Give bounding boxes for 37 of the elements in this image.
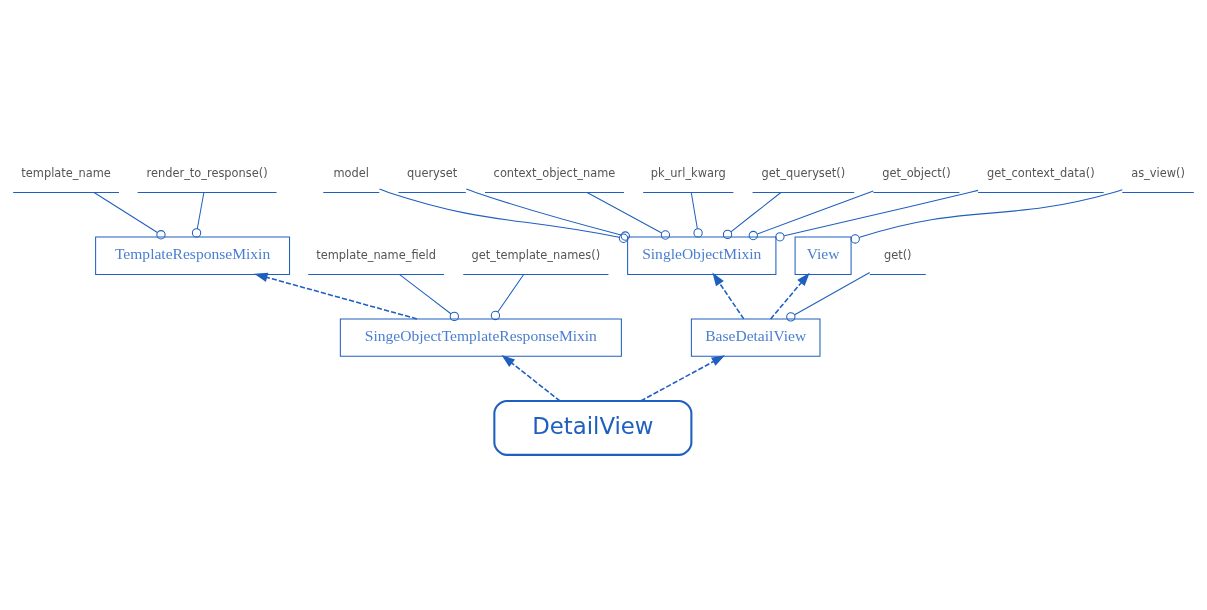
connector	[748, 190, 874, 241]
node-text: template_name	[21, 165, 111, 180]
connector	[191, 192, 205, 238]
node-box: BaseDetailView	[690, 318, 821, 357]
connector	[490, 273, 525, 321]
connector	[465, 188, 630, 241]
node-text: queryset	[406, 165, 458, 180]
node-box: DetailView	[493, 399, 693, 456]
node-text: pk_url_kwarg	[650, 165, 726, 180]
connector	[586, 192, 671, 240]
connector	[775, 189, 979, 242]
node-text: render_to_response()	[146, 165, 268, 180]
node-box: View	[794, 236, 852, 275]
arrow	[501, 354, 561, 402]
arrow	[640, 355, 726, 402]
arrow	[254, 272, 418, 320]
node-text: get_queryset()	[761, 165, 846, 180]
connector	[850, 189, 1123, 244]
node-box: TemplateResponseMixin	[95, 236, 291, 275]
connector	[786, 272, 871, 322]
node-text: get_object()	[882, 165, 951, 180]
node-text: context_object_name	[493, 165, 616, 180]
node-text: get()	[883, 247, 912, 262]
arrow	[769, 272, 810, 320]
connector	[378, 188, 629, 243]
connector	[398, 273, 459, 322]
node-box: SingeObjectTemplateResponseMixin	[339, 318, 622, 357]
node-text: get_template_names()	[471, 247, 601, 262]
connector	[93, 192, 166, 240]
arrow	[712, 272, 745, 320]
node-text: template_name_field	[316, 247, 436, 262]
node-text: as_view()	[1131, 165, 1185, 180]
node-text: model	[333, 165, 369, 180]
node-box: SingleObjectMixin	[627, 236, 777, 275]
connector	[690, 192, 703, 238]
connector	[722, 192, 782, 240]
node-text: get_context_data()	[987, 165, 1095, 180]
